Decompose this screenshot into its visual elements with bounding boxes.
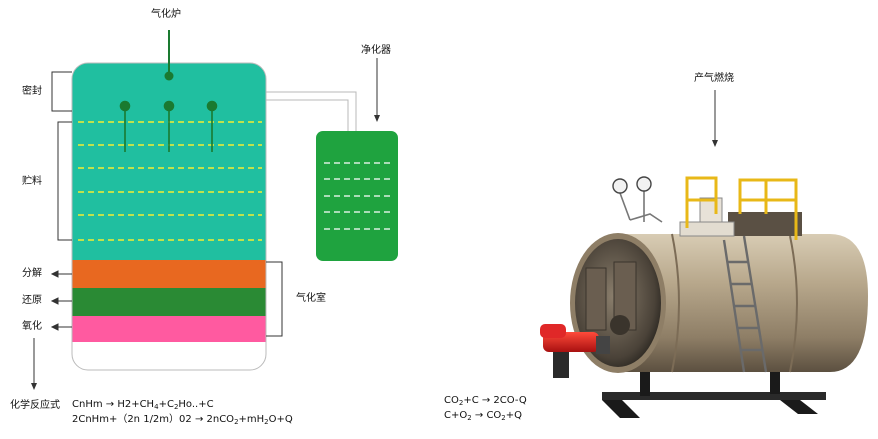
pressure-gauges [612, 176, 663, 223]
beq2-part-b: → CO [471, 410, 502, 421]
seal-storage-zone [72, 63, 266, 260]
reaction-eq-2: 2CnHm+（2n 1/2m）02 → 2nCO2+mH2O+Q [72, 413, 293, 427]
boiler-eq-1: CO2+C → 2CO-Q [444, 394, 527, 408]
storage-label: 贮料 [22, 176, 42, 187]
boiler-eq-2: C+O2 → CO2+Q [444, 409, 522, 423]
decompose-label: 分解 [22, 268, 42, 279]
eq1-part-a: CnHm → H2+CH [72, 399, 155, 410]
eq2-part-c: O+Q [268, 414, 293, 425]
eq1-sub-2: 2 [173, 403, 179, 411]
gasifier-title: 气化炉 [151, 9, 181, 20]
beq2-part-c: +Q [505, 410, 523, 421]
eq2-sub-1: 2 [234, 418, 239, 426]
boiler-title: 产气燃烧 [694, 73, 734, 84]
gasifier-pointer-dot [164, 71, 174, 81]
eq2-sub-2: 2 [264, 418, 269, 426]
beq2-part-a: C+O [444, 410, 468, 421]
boiler-railing [685, 176, 798, 240]
oxidize-label: 氧化 [22, 321, 42, 332]
beq1-part-b: +C → 2CO-Q [463, 395, 527, 406]
chamber-label: 气化室 [296, 293, 326, 304]
beq2-sub-1: 2 [467, 414, 472, 422]
boiler-ladder [722, 235, 768, 373]
gasifier-vessel [72, 63, 266, 370]
pipe-outer [266, 91, 357, 131]
oxidize-zone [72, 316, 266, 342]
purifier-title: 净化器 [361, 45, 391, 56]
reaction-arrow-head [31, 383, 37, 390]
boiler-shell [610, 234, 868, 372]
eq1-sub-1: 4 [154, 403, 159, 411]
beq1-part-a: CO [444, 395, 459, 406]
chamber-bracket [266, 261, 283, 337]
reduce-zone [72, 288, 266, 316]
storage-bracket [57, 121, 72, 241]
reaction-eq-1: CnHm → H2+CH4+C2Ho..+C [72, 398, 214, 412]
beq2-sub-2: 2 [501, 414, 506, 422]
purifier-arrow-head [374, 115, 380, 122]
beq1-sub-1: 2 [458, 399, 464, 407]
zone-arrows [50, 270, 72, 331]
feed-probes [119, 100, 218, 152]
eq2-part-a: 2CnHm+（2n 1/2m）02 → 2nCO [72, 414, 235, 425]
purifier-level-lines [324, 162, 392, 230]
seal-label: 密封 [22, 86, 42, 97]
reduce-label: 还原 [22, 295, 42, 306]
eq1-part-b: +C [158, 399, 174, 410]
boiler-base-frame [602, 392, 826, 400]
reaction-title: 化学反应式 [10, 400, 60, 411]
storage-level-lines [78, 121, 262, 241]
ash-zone [72, 342, 266, 370]
pipe-inner [266, 99, 349, 131]
boiler-arrow-head [712, 140, 718, 147]
seal-bracket [51, 71, 72, 112]
decompose-zone [72, 260, 266, 288]
eq1-part-c: Ho..+C [178, 399, 214, 410]
eq2-part-b: +mH [238, 414, 265, 425]
boiler [540, 176, 868, 418]
boiler-top-box [728, 212, 802, 236]
